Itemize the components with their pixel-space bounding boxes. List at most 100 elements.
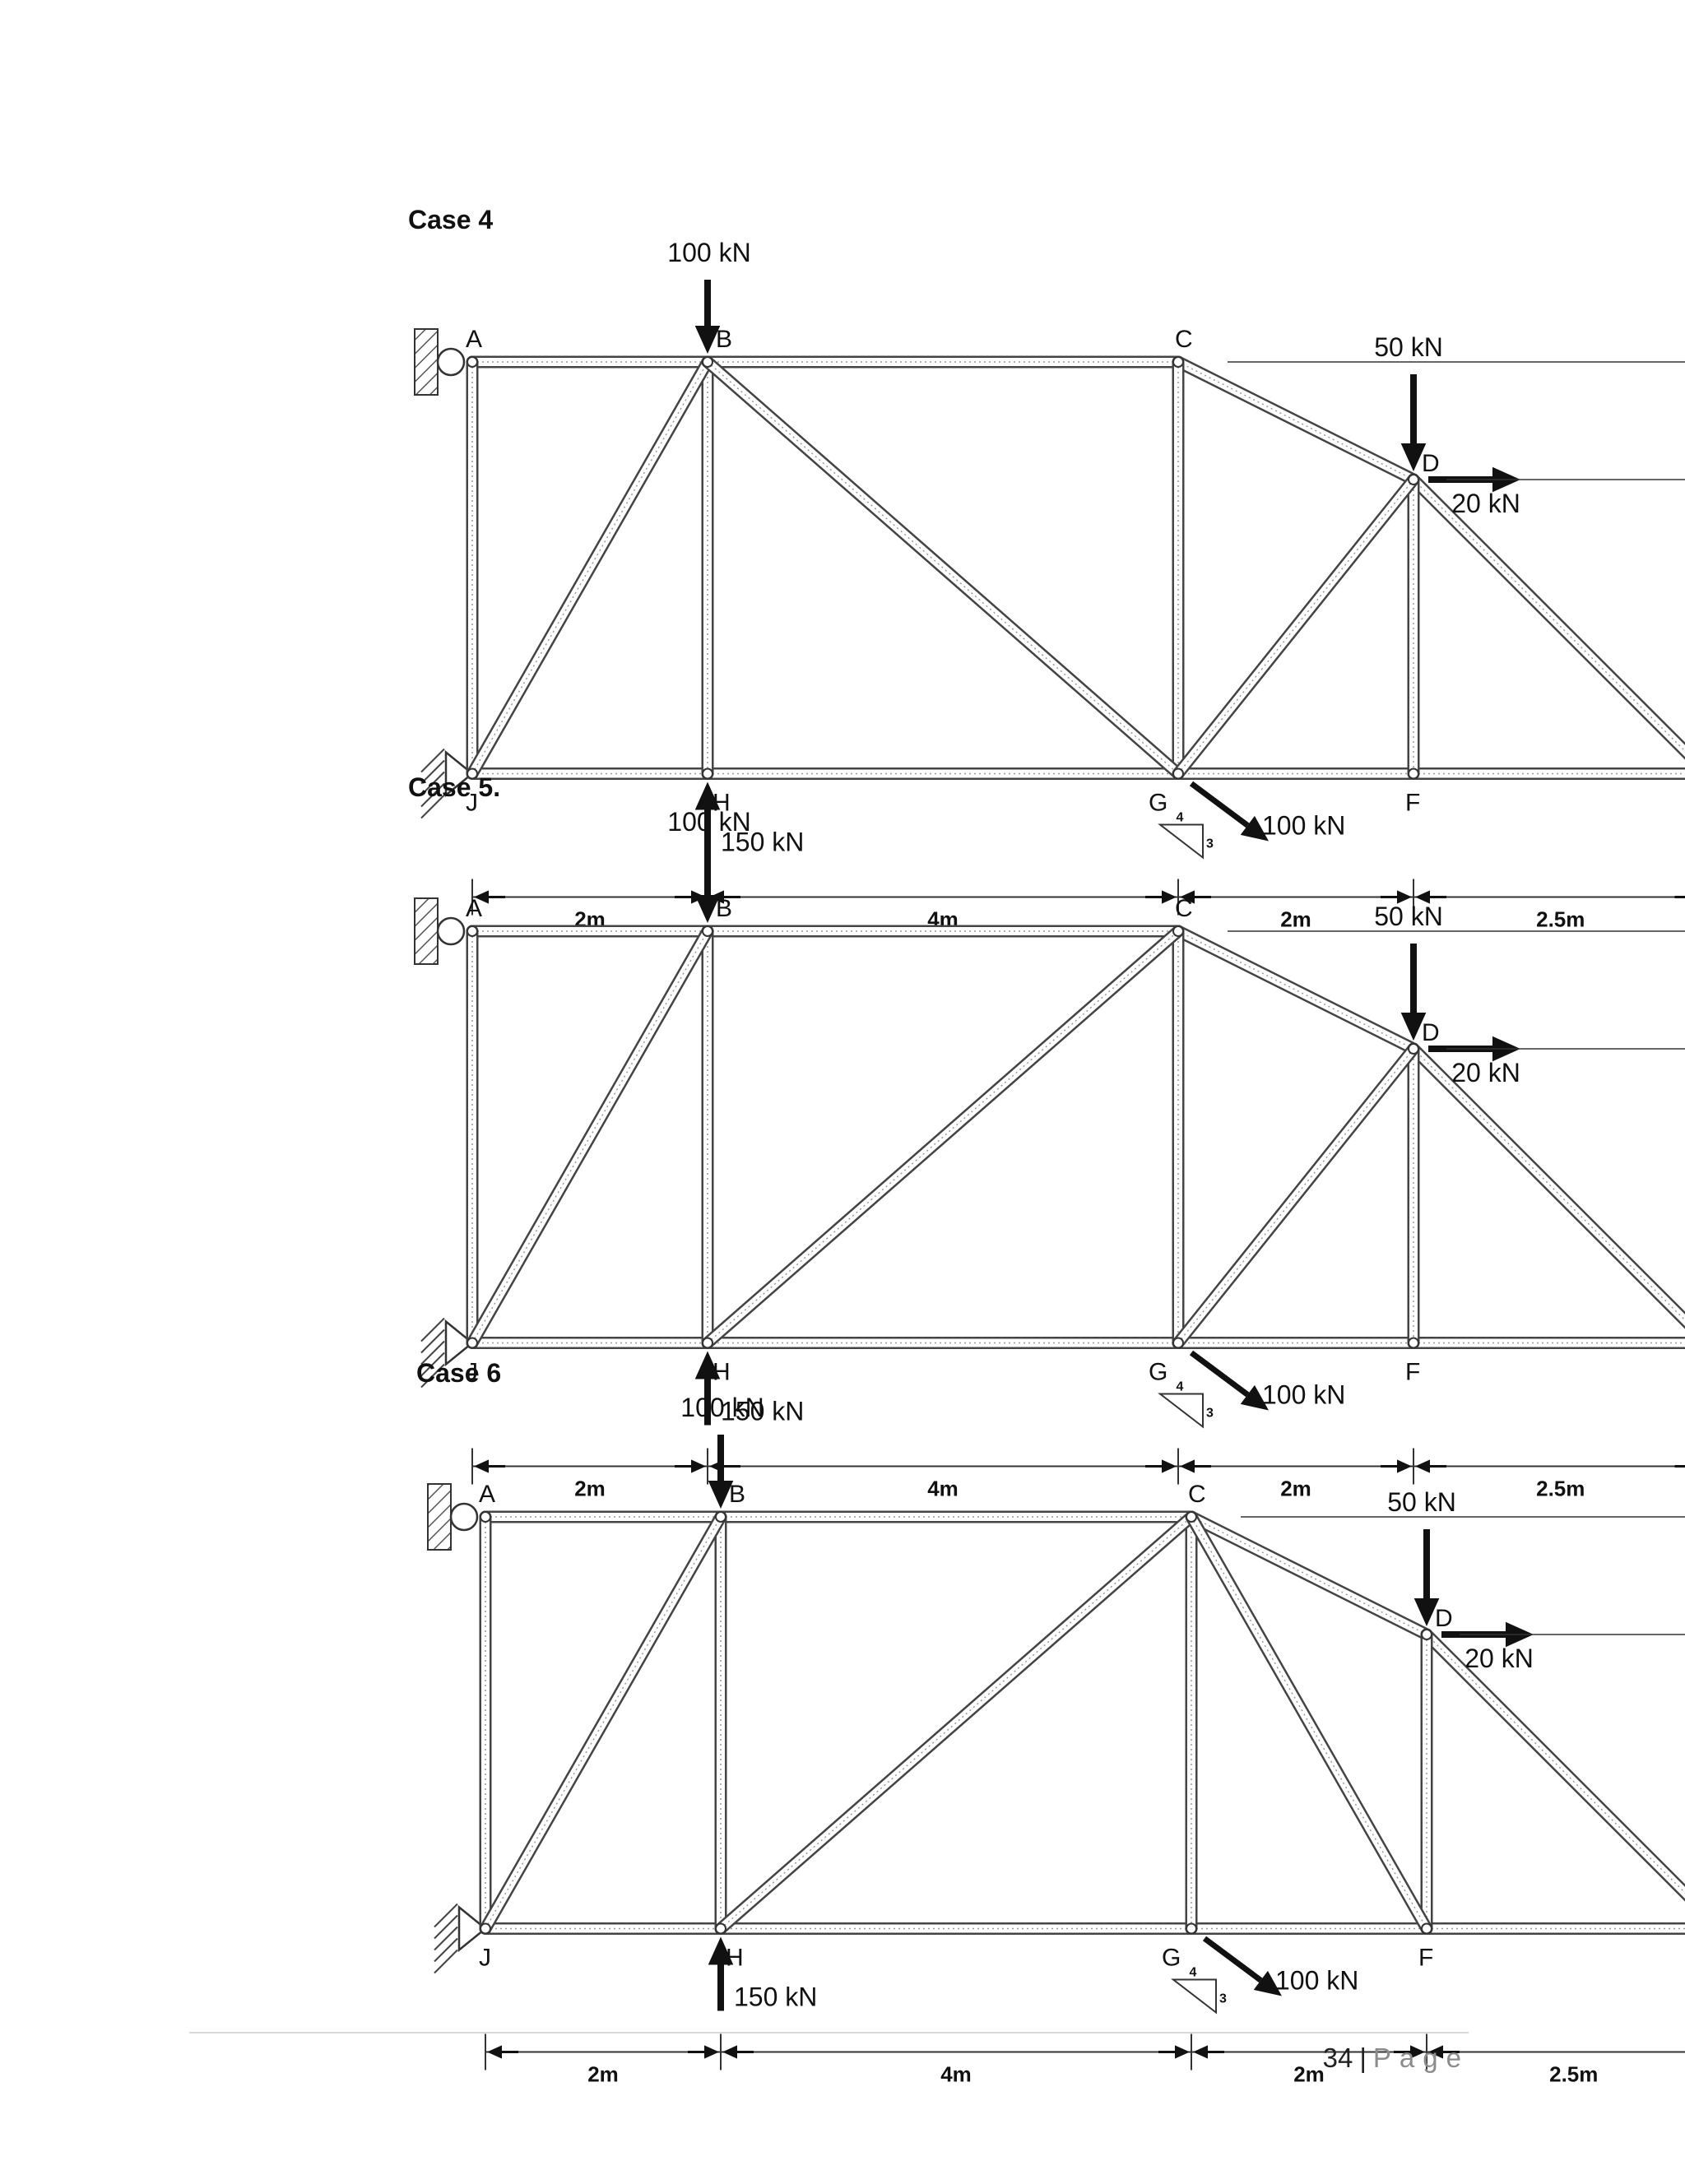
dim-arrow <box>722 2045 754 2058</box>
load-label-g-inclined: 100 kN <box>1262 1380 1345 1410</box>
node-label-g: G <box>1149 790 1167 817</box>
node-label-g: G <box>1149 1359 1167 1386</box>
load-label-b: 100 kN <box>667 807 750 837</box>
dim-arrow <box>487 2045 518 2058</box>
load-label-b: 100 kN <box>680 1393 764 1422</box>
joint-a <box>467 926 477 936</box>
dim-arrow-head <box>1397 1459 1412 1472</box>
dim-label-bottom: 4m <box>927 1477 959 1501</box>
slope-run-label: 4 <box>1190 1966 1197 1980</box>
dim-arrow-head <box>1162 1459 1177 1472</box>
case-title: Case 5. <box>408 772 500 802</box>
case-title: Case 6 <box>416 1358 501 1388</box>
node-label-a: A <box>466 326 482 353</box>
member-fill <box>1427 1635 1685 1929</box>
ground-hatch-line <box>421 1330 444 1353</box>
ground-hatch-line <box>434 1916 457 1939</box>
node-label-c: C <box>1175 326 1193 353</box>
slope-run-label: 4 <box>1177 811 1184 825</box>
page-footer: 34|Page <box>1323 2043 1469 2074</box>
node-label-f: F <box>1405 1359 1420 1386</box>
case-title: Case 4 <box>408 205 493 234</box>
load-label-d-down: 50 kN <box>1374 902 1443 931</box>
node-label-g: G <box>1162 1945 1181 1972</box>
load-label-d-horizontal: 20 kN <box>1451 1058 1520 1087</box>
joint-d <box>1409 1044 1418 1054</box>
load-label-d-down: 50 kN <box>1387 1487 1456 1517</box>
joint-g <box>1186 1924 1196 1934</box>
node-label-f: F <box>1405 790 1420 817</box>
ground-hatch-line <box>434 1927 457 1950</box>
slope-rise-label: 3 <box>1219 1992 1227 2006</box>
dim-label-bottom: 2.5m <box>1536 907 1585 932</box>
dim-arrow <box>1415 1459 1446 1472</box>
dim-label-bottom: 2m <box>587 2062 619 2087</box>
ground-hatch-line <box>434 1939 457 1962</box>
slope-triangle <box>1160 1394 1203 1427</box>
joint-b <box>703 926 713 936</box>
joint-d <box>1422 1630 1432 1639</box>
ground-hatch-line <box>421 749 444 772</box>
joint-c <box>1173 926 1183 936</box>
pin-support-circle <box>451 1504 477 1530</box>
pin-support-circle <box>438 349 464 375</box>
joint-j <box>467 1338 477 1348</box>
joint-b <box>716 1512 726 1522</box>
dim-arrow <box>1193 2045 1224 2058</box>
member-fill <box>1413 1049 1685 1343</box>
dim-arrow <box>1675 890 1685 903</box>
dim-arrow-head <box>1415 1459 1430 1472</box>
wall-support-hatch <box>415 898 438 964</box>
slope-triangle <box>1160 825 1203 858</box>
load-label-h-up: 150 kN <box>734 1982 817 2012</box>
load-arrow-g-inclined-shaft <box>1191 784 1247 826</box>
node-label-c: C <box>1175 895 1193 922</box>
dim-arrow <box>688 2045 719 2058</box>
dim-arrow <box>675 1459 706 1472</box>
load-arrow-g-inclined-shaft <box>1191 1353 1247 1395</box>
joint-g <box>1173 1338 1183 1348</box>
slope-rise-label: 3 <box>1206 837 1214 851</box>
dim-label-bottom: 4m <box>940 2062 972 2087</box>
dim-arrow-head <box>691 1459 706 1472</box>
page-number: 34 <box>1323 2043 1353 2073</box>
dim-arrow <box>1381 1459 1412 1472</box>
dim-label-bottom: 2m <box>1280 1477 1311 1501</box>
joint-f <box>1422 1924 1432 1934</box>
pin-support-circle <box>438 918 464 944</box>
node-label-d: D <box>1422 450 1440 477</box>
member-fill <box>1413 480 1685 774</box>
footer-separator: | <box>1359 2043 1367 2073</box>
joint-f <box>1409 1338 1418 1348</box>
dim-arrow <box>1145 1459 1177 1472</box>
node-label-c: C <box>1188 1481 1206 1508</box>
page-word: Page <box>1373 2043 1469 2073</box>
slope-run-label: 4 <box>1177 1380 1184 1394</box>
load-arrow-g-inclined-shaft <box>1205 1939 1260 1981</box>
dim-arrow-head <box>722 2045 737 2058</box>
joint-c <box>1173 357 1183 367</box>
dim-arrow <box>1145 890 1177 903</box>
dim-arrow <box>1180 1459 1211 1472</box>
node-label-j: J <box>479 1945 491 1972</box>
node-label-f: F <box>1418 1945 1433 1972</box>
wall-support-hatch <box>415 329 438 395</box>
slope-rise-label: 3 <box>1206 1407 1214 1421</box>
joint-h <box>716 1924 726 1934</box>
dim-arrow <box>1158 2045 1190 2058</box>
load-label-d-horizontal: 20 kN <box>1465 1644 1534 1673</box>
node-label-d: D <box>1422 1019 1440 1046</box>
load-label-g-inclined: 100 kN <box>1275 1966 1358 1996</box>
joint-a <box>467 357 477 367</box>
dim-label-bottom: 2.5m <box>1536 1477 1585 1501</box>
dim-arrow-head <box>474 1459 489 1472</box>
load-label-g-inclined: 100 kN <box>1262 811 1345 841</box>
dim-label-bottom: 2m <box>1293 2062 1325 2087</box>
load-label-b: 100 kN <box>667 238 750 267</box>
node-label-a: A <box>466 895 482 922</box>
dim-arrow <box>474 1459 505 1472</box>
ground-hatch-line <box>434 1904 457 1927</box>
